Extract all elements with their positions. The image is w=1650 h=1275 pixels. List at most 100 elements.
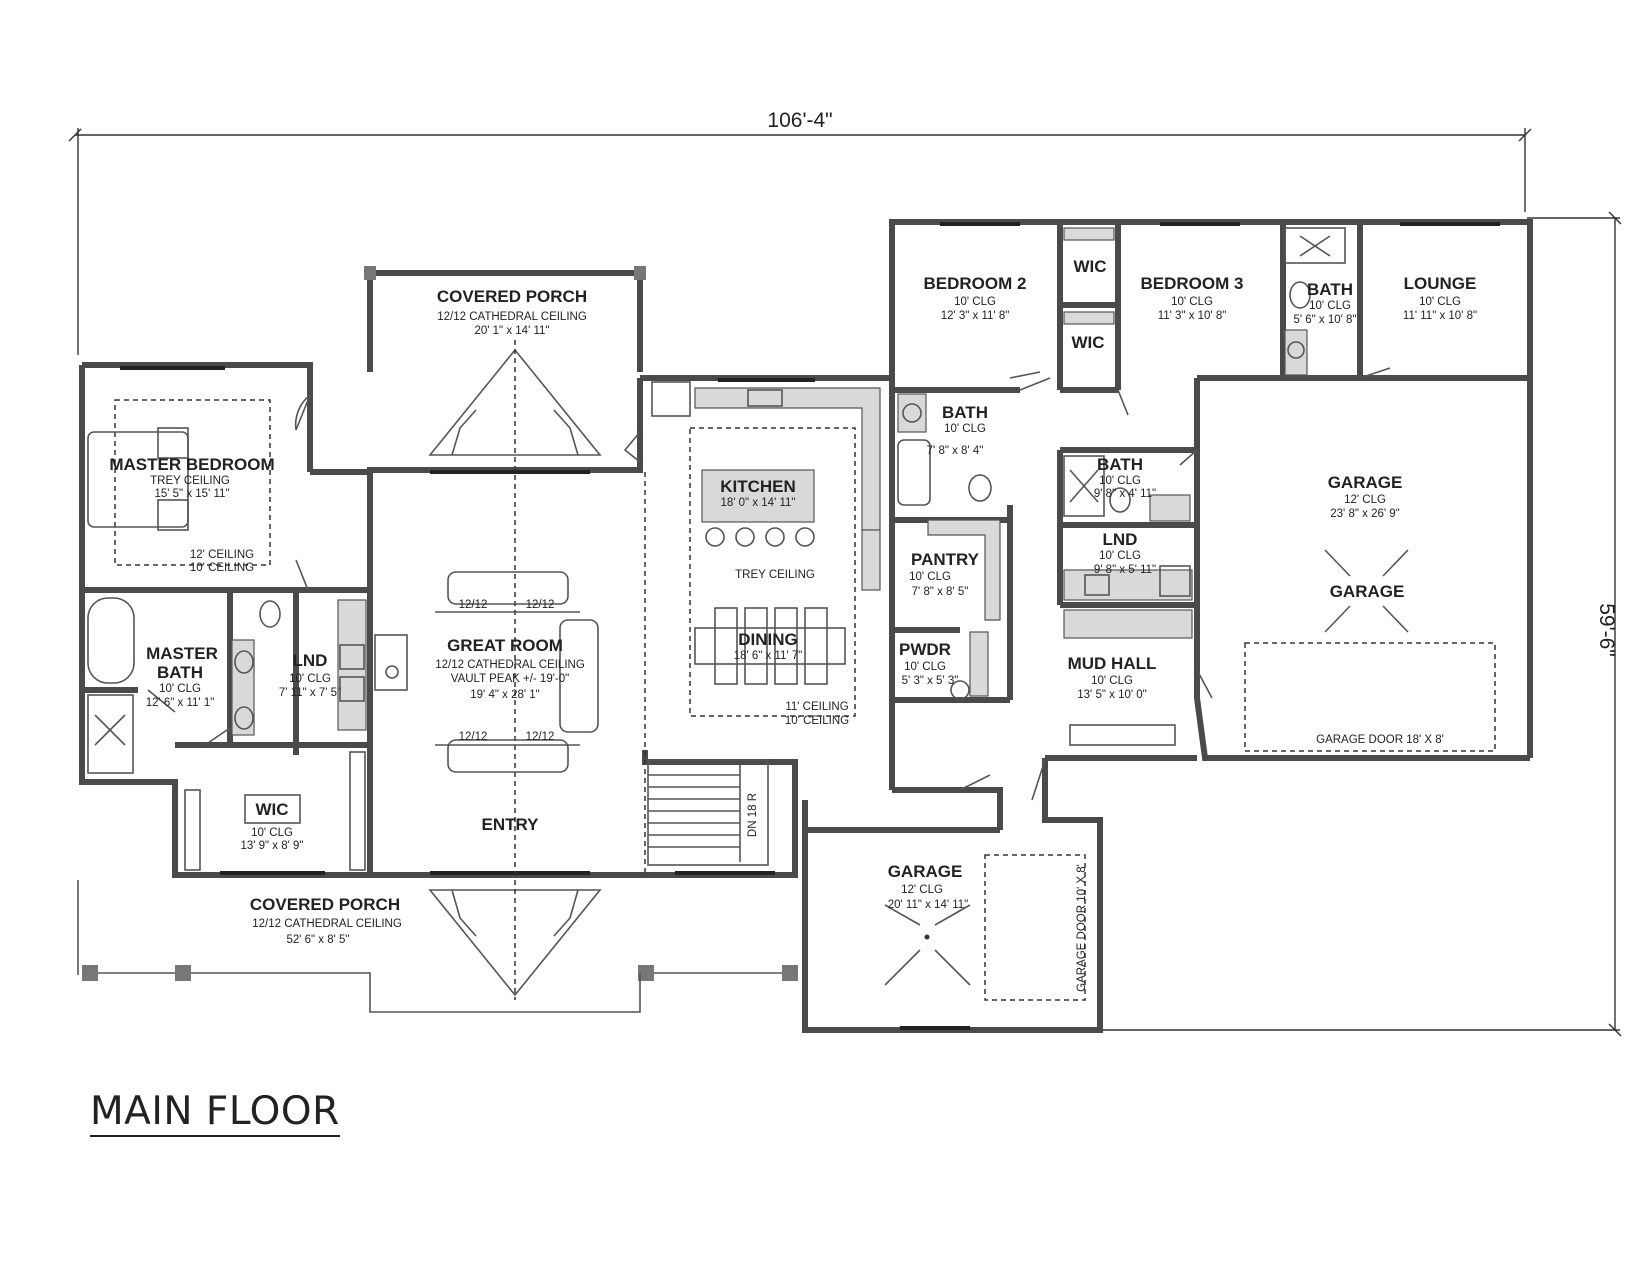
bath-lounge-ceiling: 10' CLG <box>1309 300 1351 312</box>
garage-small-name: GARAGE <box>888 862 963 881</box>
covered-porch-front: COVERED PORCH 12/12 CATHEDRAL CEILING 52… <box>77 880 798 1013</box>
bath-mud: BATH 10' CLG 9' 8" x 4' 11" <box>1063 455 1191 522</box>
dining-ceiling-10: 10' CEILING <box>785 715 849 727</box>
lnd-master-name: LND <box>293 651 328 670</box>
dining-name: DINING <box>738 630 798 649</box>
garage-main-mark: GARAGE <box>1330 582 1405 601</box>
mud-hall-name: MUD HALL <box>1068 654 1157 673</box>
great-room-pitch-3: 12/12 <box>459 731 488 743</box>
wic-master-ceiling: 10' CLG <box>251 827 293 839</box>
master-bedroom: MASTER BEDROOM TREY CEILING 15' 5" x 15'… <box>87 399 275 574</box>
master-bath-ceiling: 10' CLG <box>159 683 201 695</box>
porch-back-size: 20' 1" x 14' 11" <box>474 325 549 337</box>
bedroom-2-name: BEDROOM 2 <box>924 274 1027 293</box>
bedroom-2-ceiling: 10' CLG <box>954 296 996 308</box>
mud-hall-size: 13' 5" x 10' 0" <box>1077 689 1146 701</box>
bath-lounge-name: BATH <box>1307 280 1353 299</box>
lnd-mud-size: 9' 8" x 5' 11" <box>1094 564 1156 576</box>
garage-small-size: 20' 11" x 14' 11" <box>888 899 969 911</box>
stair-label: DN 18 R <box>747 793 759 837</box>
stair: DN 18 R <box>647 759 769 866</box>
bedroom-2: BEDROOM 2 10' CLG 12' 3" x 11' 8" <box>924 274 1027 322</box>
garage-main-size: 23' 8" x 26' 9" <box>1330 508 1399 520</box>
master-bath: MASTER BATH 10' CLG 12' 6" x 11' 1" <box>87 597 281 774</box>
garage-main-name: GARAGE <box>1328 473 1403 492</box>
kitchen-dining: KITCHEN 18' 0" x 14' 11" TREY CEILING DI… <box>651 381 881 727</box>
bath-mud-ceiling: 10' CLG <box>1099 475 1141 487</box>
lounge-name: LOUNGE <box>1404 274 1477 293</box>
master-bedroom-size: 15' 5" x 15' 11" <box>154 488 229 500</box>
bedroom-3-size: 11' 3" x 10' 8" <box>1158 310 1227 322</box>
master-bath-name-2: BATH <box>157 663 203 682</box>
garage-small-ceiling: 12' CLG <box>901 884 943 896</box>
great-room-size: 19' 4" x 28' 1" <box>470 689 539 701</box>
master-laundry: LND 10' CLG 7' 11" x 7' 5" <box>279 599 367 731</box>
lnd-master-ceiling: 10' CLG <box>289 673 331 685</box>
bath-hall-ceiling: 10' CLG <box>944 423 986 435</box>
kitchen-name: KITCHEN <box>720 477 796 496</box>
porch-front-size: 52' 6" x 8' 5" <box>286 934 349 946</box>
lnd-mud-name: LND <box>1103 530 1138 549</box>
mud-hall-ceiling: 10' CLG <box>1091 675 1133 687</box>
bedroom-3: BEDROOM 3 10' CLG 11' 3" x 10' 8" <box>1141 274 1244 322</box>
bath-lounge-size: 5' 6" x 10' 8" <box>1293 314 1356 326</box>
wic-master-name: WIC <box>255 800 288 819</box>
garage-main: GARAGE 12' CLG 23' 8" x 26' 9" GARAGE GA… <box>1244 473 1496 752</box>
porch-front-name: COVERED PORCH <box>250 895 400 914</box>
porch-back-ceiling: 12/12 CATHEDRAL CEILING <box>437 311 587 323</box>
lounge: LOUNGE 10' CLG 11' 11" x 10' 8" <box>1403 274 1477 322</box>
pantry-size: 7' 8" x 8' 5" <box>912 586 969 598</box>
powder-room: PWDR 10' CLG 5' 3" x 5' 3" <box>899 631 989 700</box>
porch-front-ceiling: 12/12 CATHEDRAL CEILING <box>252 918 402 930</box>
lounge-ceiling: 10' CLG <box>1419 296 1461 308</box>
kitchen-ceiling: TREY CEILING <box>735 569 815 581</box>
pantry: PANTRY 10' CLG 7' 8" x 8' 5" <box>909 519 1001 621</box>
bedroom-3-name: BEDROOM 3 <box>1141 274 1244 293</box>
mud-hall: MUD HALL 10' CLG 13' 5" x 10' 0" <box>1063 609 1193 746</box>
pwdr-size: 5' 3" x 5' 3" <box>902 675 959 687</box>
dimension-width: 106'-4" <box>68 109 1532 355</box>
overall-depth-label: 59'-6" <box>1595 603 1618 657</box>
porch-back-name: COVERED PORCH <box>437 287 587 306</box>
great-room-pitch-1: 12/12 <box>459 599 488 611</box>
interior-walls <box>82 222 1363 790</box>
kitchen-size: 18' 0" x 14' 11" <box>720 497 795 509</box>
great-room-ceiling: 12/12 CATHEDRAL CEILING <box>435 659 585 671</box>
great-room-pitch-4: 12/12 <box>526 731 555 743</box>
bath-mud-size: 9' 8" x 4' 11" <box>1094 488 1156 500</box>
wic-a-name: WIC <box>1073 257 1106 276</box>
garage-main-ceiling: 12' CLG <box>1344 494 1386 506</box>
windows <box>120 222 1500 1030</box>
master-bedroom-name: MASTER BEDROOM <box>109 455 274 474</box>
lounge-size: 11' 11" x 10' 8" <box>1403 310 1477 322</box>
bath-hall-name: BATH <box>942 403 988 422</box>
bath-hall-size: 7' 8" x 8' 4" <box>927 445 984 457</box>
lnd-master-size: 7' 11" x 7' 5" <box>279 687 341 699</box>
dining-size: 18' 6" x 11' 7" <box>734 650 803 662</box>
garage-small: GARAGE 12' CLG 20' 11" x 14' 11" GARAGE … <box>884 854 1088 1001</box>
great-room-name: GREAT ROOM <box>447 636 563 655</box>
covered-porch-back: COVERED PORCH 12/12 CATHEDRAL CEILING 20… <box>364 266 646 880</box>
pwdr-name: PWDR <box>899 640 951 659</box>
garage-small-door: GARAGE DOOR 10' X 8' <box>1076 864 1088 992</box>
master-bedroom-ceiling-12: 12' CEILING <box>190 549 254 561</box>
pantry-name: PANTRY <box>911 550 980 569</box>
wic-master-size: 13' 9" x 8' 9" <box>240 840 303 852</box>
lnd-mud: LND 10' CLG 9' 8" x 5' 11" <box>1063 530 1193 601</box>
master-bedroom-ceiling-10: 10' CEILING <box>190 562 254 574</box>
great-room-pitch-2: 12/12 <box>526 599 555 611</box>
entry-name: ENTRY <box>482 815 540 834</box>
bath-mud-name: BATH <box>1097 455 1143 474</box>
great-room: 12/12 12/12 12/12 12/12 GREAT ROOM 12/12… <box>374 472 646 875</box>
dimension-depth: 59'-6" <box>1100 211 1622 1037</box>
master-wic: WIC 10' CLG 13' 9" x 8' 9" <box>184 751 366 871</box>
pwdr-ceiling: 10' CLG <box>904 661 946 673</box>
bedroom-3-ceiling: 10' CLG <box>1171 296 1213 308</box>
bedroom-2-size: 12' 3" x 11' 8" <box>941 310 1010 322</box>
master-bath-name: MASTER <box>146 644 218 663</box>
lnd-mud-ceiling: 10' CLG <box>1099 550 1141 562</box>
wic-b-name: WIC <box>1071 333 1104 352</box>
bath-lounge: BATH 10' CLG 5' 6" x 10' 8" <box>1284 227 1357 376</box>
floor-title: MAIN FLOOR <box>90 1091 340 1137</box>
wic-pair: WIC WIC <box>1063 227 1115 352</box>
